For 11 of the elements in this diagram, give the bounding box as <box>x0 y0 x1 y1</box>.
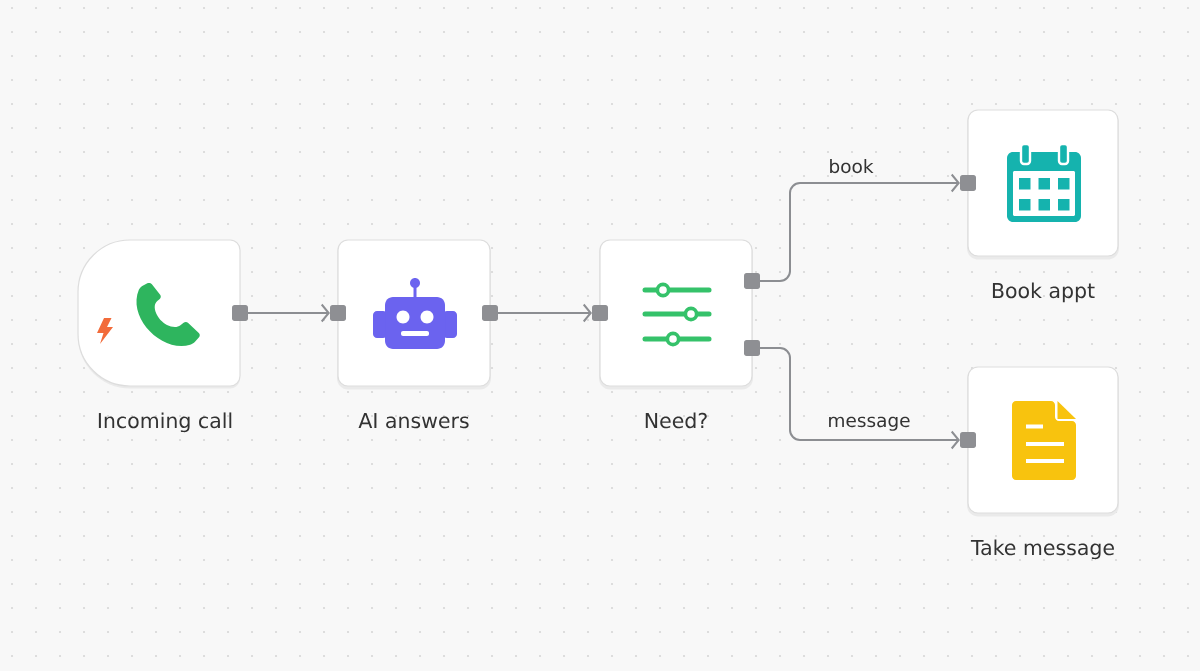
node-label: Book appt <box>992 282 1095 303</box>
arrow <box>759 347 960 450</box>
edge-label: message <box>825 415 913 433</box>
arrow <box>247 303 330 323</box>
arrow <box>497 303 592 323</box>
node-label: Take message <box>970 539 1114 560</box>
arrow <box>759 173 960 282</box>
node-label: Need? <box>645 412 707 429</box>
edge-label: book <box>826 157 876 175</box>
node-label: AI answers <box>358 413 469 429</box>
node-label: Incoming call <box>98 412 232 433</box>
